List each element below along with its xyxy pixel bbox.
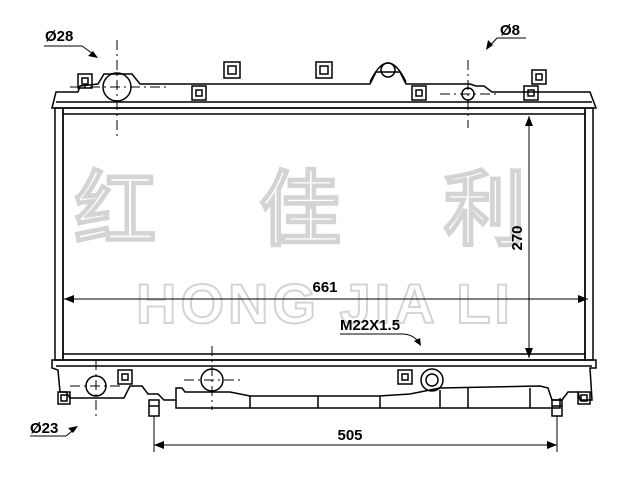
top-tank: [51, 61, 598, 109]
watermark: 红 佳 利 HONG JIA LI: [73, 164, 566, 336]
bottom-tank: [51, 359, 597, 417]
label-width-661: 661: [312, 279, 337, 296]
label-diameter-8: Ø8: [500, 22, 520, 39]
label-diameter-28: Ø28: [45, 28, 73, 45]
watermark-latin: HONG JIA LI: [136, 272, 514, 335]
watermark-chinese: 红 佳 利: [74, 165, 566, 256]
arrowheads: [64, 40, 588, 449]
centerlines: [70, 40, 500, 416]
label-thread-m22x1-5: M22X1.5: [340, 317, 400, 334]
label-diameter-23: Ø23: [30, 420, 58, 437]
dimension-lines: [30, 37, 588, 452]
label-pin-spacing-505: 505: [337, 427, 362, 444]
label-height-270: 270: [509, 225, 526, 250]
